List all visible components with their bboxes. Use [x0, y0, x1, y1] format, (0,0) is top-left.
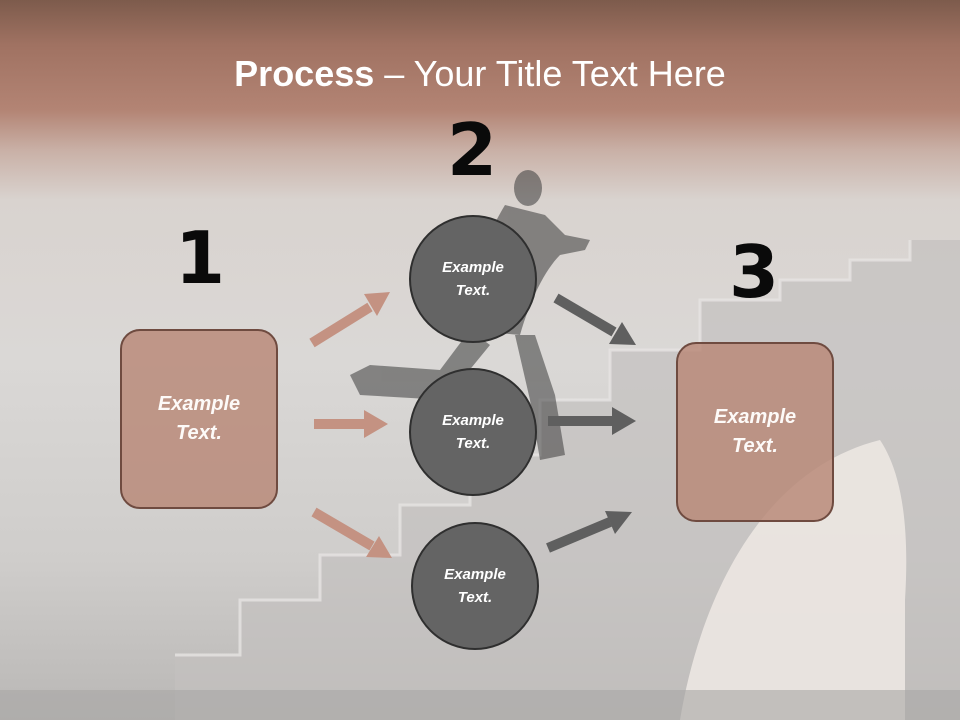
arch-shape — [680, 440, 907, 720]
arrow-to-circle-top — [309, 292, 390, 348]
right-box-text: Example Text. — [713, 406, 797, 457]
step-number-3: 3 — [728, 230, 780, 314]
arrow-to-circle-middle — [314, 410, 388, 438]
arrow-to-circle-bottom — [311, 507, 392, 558]
circle-top-text: Example Text. — [442, 259, 504, 299]
step-number-1: 1 — [174, 216, 226, 300]
title-rest: – Your Title Text Here — [374, 53, 726, 94]
circle-top: Example Text. — [409, 215, 537, 343]
arrow-from-circle-top — [553, 293, 636, 345]
arrow-from-circle-bottom — [546, 511, 632, 553]
left-box-text: Example Text. — [157, 393, 241, 444]
circle-middle-text: Example Text. — [442, 412, 504, 452]
circle-bottom: Example Text. — [411, 522, 539, 650]
circle-bottom-text: Example Text. — [444, 566, 506, 606]
title-bold: Process — [234, 53, 375, 94]
circle-middle: Example Text. — [409, 368, 537, 496]
ground-shadow — [0, 690, 960, 720]
arrow-from-circle-middle — [548, 407, 636, 435]
step-number-2: 2 — [446, 108, 498, 192]
right-text-box: Example Text. — [676, 342, 834, 522]
slide-title: Process – Your Title Text Here — [0, 50, 960, 98]
left-text-box: Example Text. — [120, 329, 278, 509]
